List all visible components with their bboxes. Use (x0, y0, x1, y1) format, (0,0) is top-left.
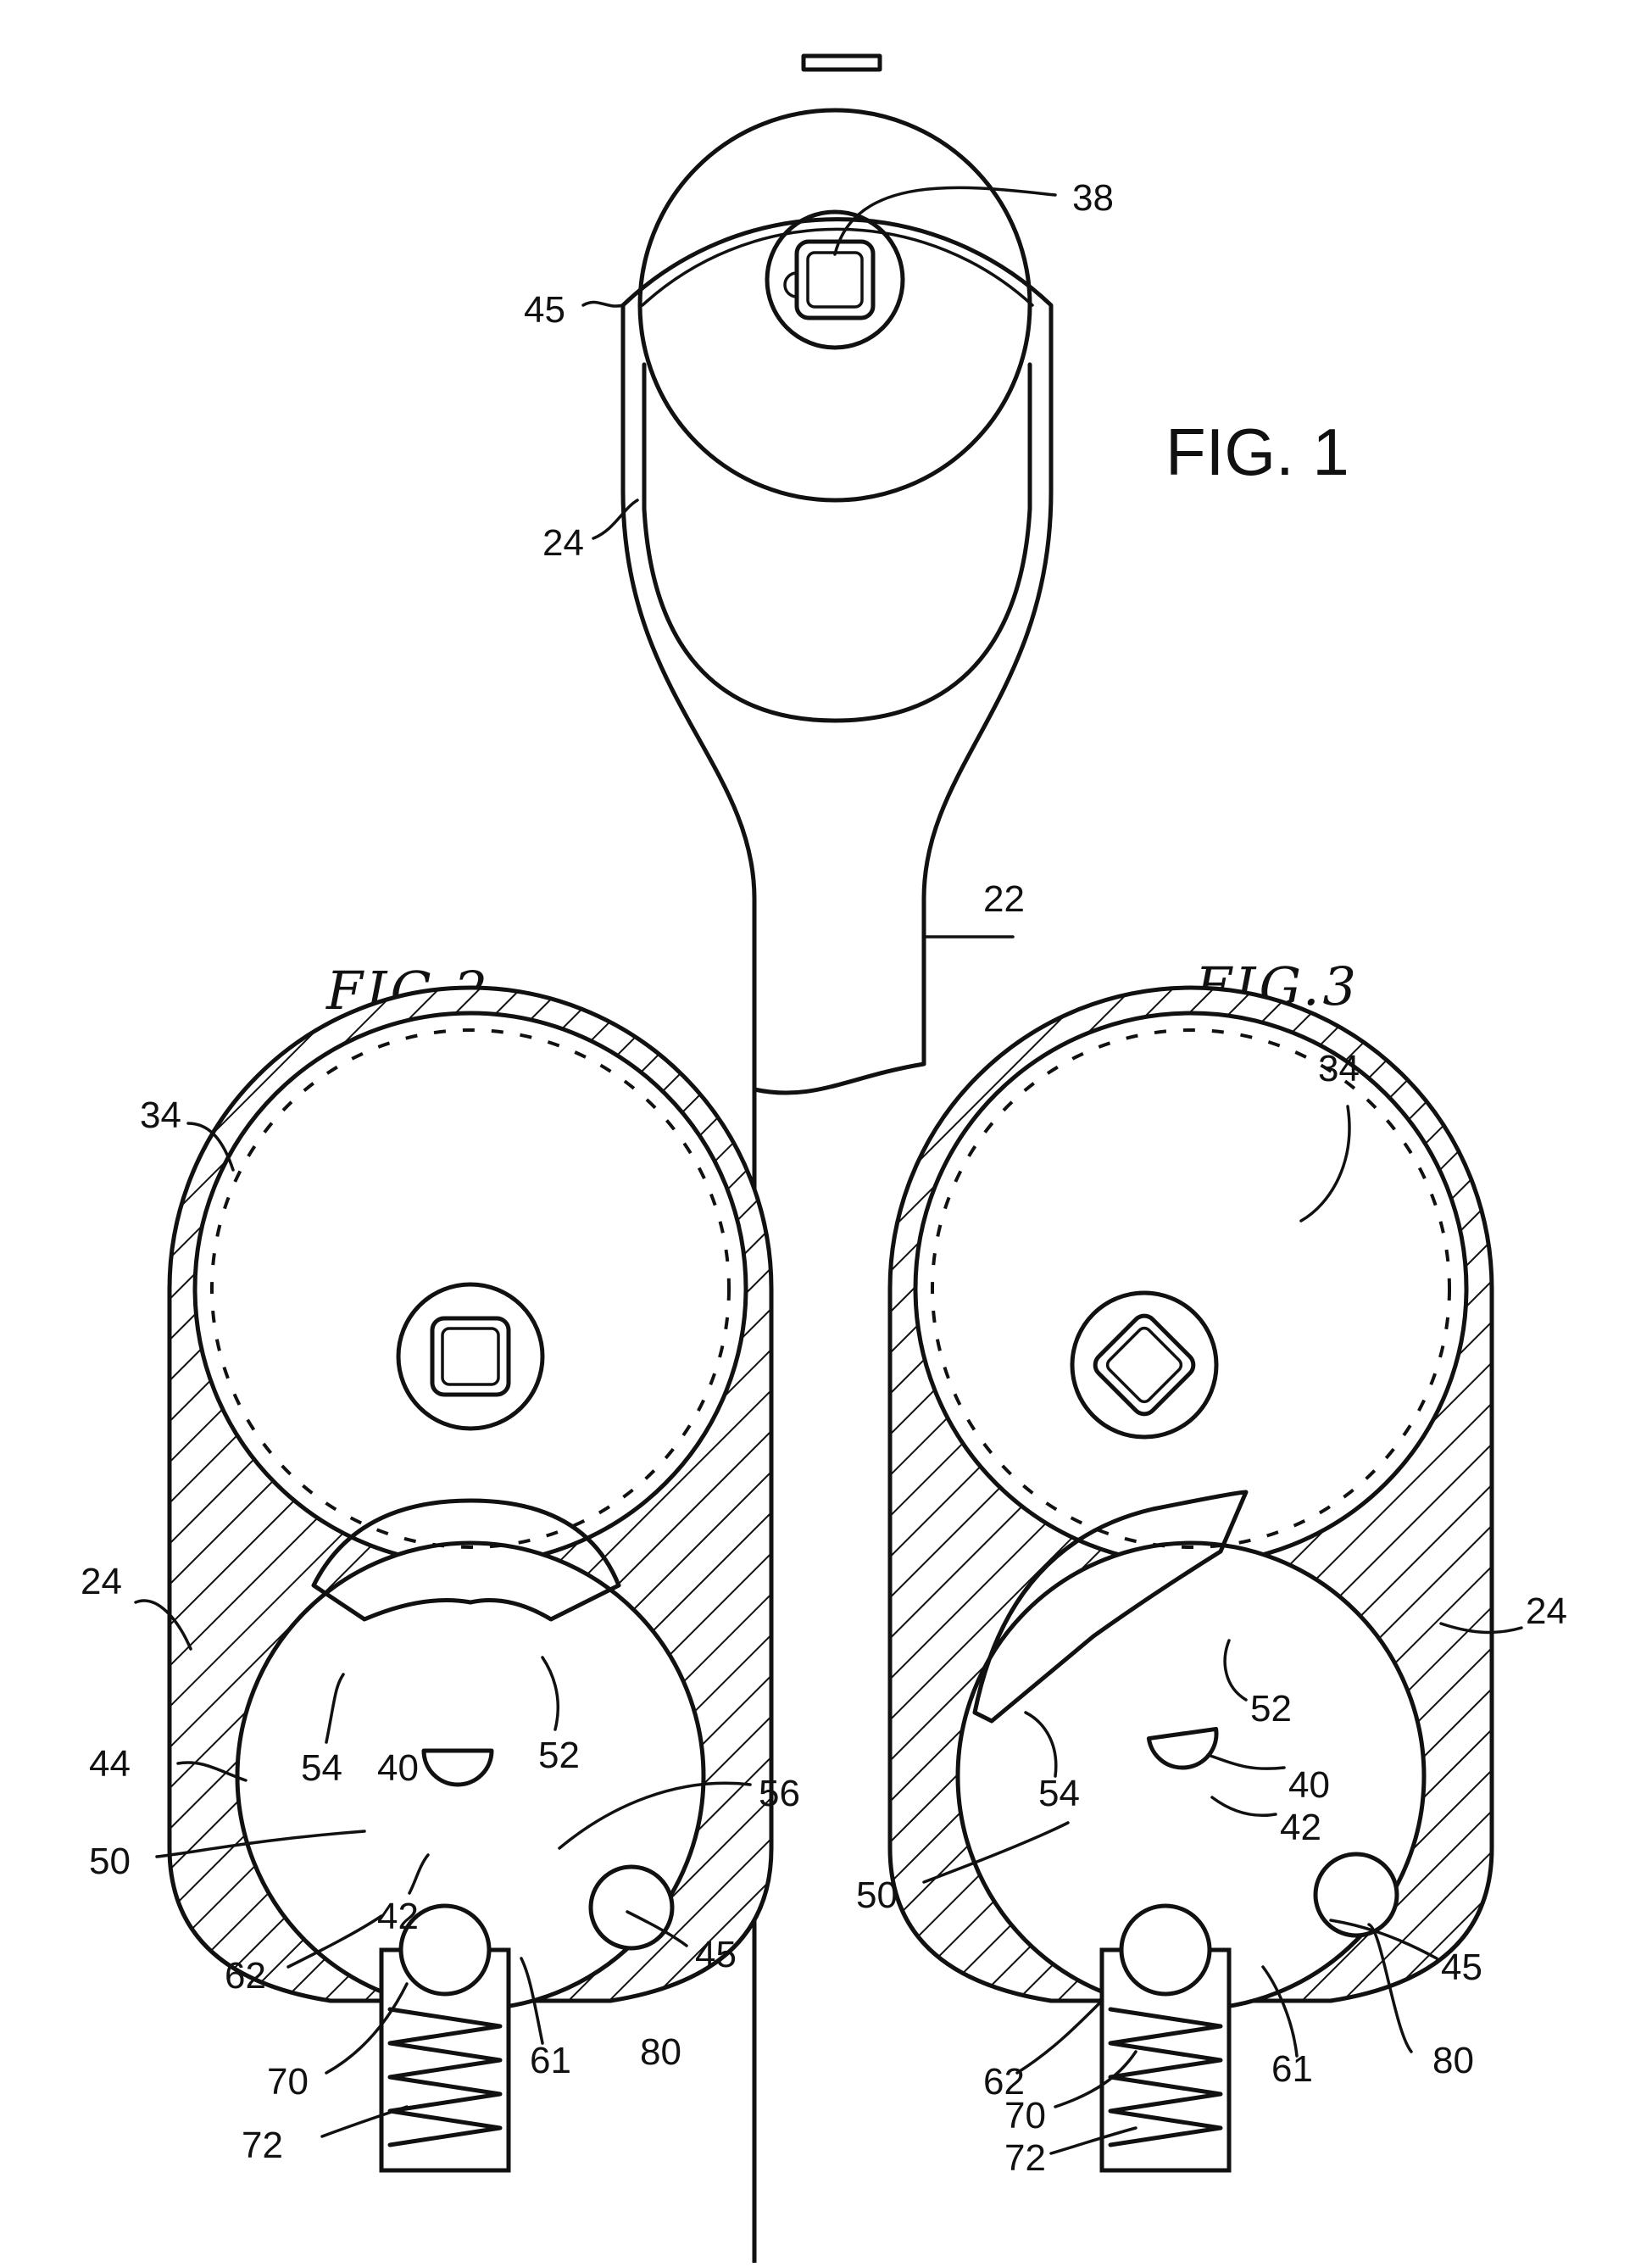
fig1-title: FIG. 1 (1165, 415, 1349, 489)
fig3-plunger-70 (1121, 1906, 1210, 1994)
fig2-ref-24: 24 (81, 1561, 122, 1602)
fig2-ref-70: 70 (267, 2061, 309, 2103)
fig1-top-tab (804, 56, 880, 70)
fig1-square-drive-inner (808, 253, 862, 307)
fig3-gear-bore (915, 1013, 1466, 1564)
fig3-sectional-view (882, 975, 1500, 2170)
fig2-ref-40: 40 (377, 1747, 419, 1789)
fig1-ref-38: 38 (1072, 177, 1114, 219)
fig3-ref-61: 61 (1271, 2048, 1313, 2090)
fig3-ref-40: 40 (1288, 1764, 1330, 1806)
fig3-ref-50: 50 (856, 1874, 898, 1916)
fig1-gear-disc (640, 110, 1030, 500)
fig2-ref-44: 44 (89, 1743, 131, 1785)
fig1-ref-45: 45 (524, 289, 565, 331)
fig2-ball-80 (591, 1867, 672, 1948)
fig2-ref-80: 80 (640, 2031, 681, 2073)
fig3-ref-52: 52 (1250, 1688, 1292, 1729)
fig2-ref-61: 61 (530, 2040, 571, 2081)
fig1-lower-recess (644, 365, 1030, 721)
fig3-ball-80 (1315, 1854, 1397, 1936)
fig2-ref-54: 54 (301, 1747, 342, 1789)
fig2-ref-52: 52 (538, 1735, 580, 1776)
fig1-ref-22: 22 (983, 878, 1025, 920)
fig3-ref-80: 80 (1432, 2040, 1474, 2081)
fig1-ref-24: 24 (542, 522, 584, 564)
fig2-ref-50: 50 (89, 1841, 131, 1882)
fig3-ref-70: 70 (1004, 2095, 1046, 2136)
fig2-ref-45: 45 (695, 1934, 737, 1975)
fig3-ref-54: 54 (1038, 1773, 1080, 1814)
fig2-ref-42: 42 (377, 1896, 419, 1937)
fig3-ref-42: 42 (1280, 1807, 1321, 1848)
fig3-ref-34: 34 (1318, 1048, 1360, 1089)
fig2-ref-72: 72 (242, 2125, 283, 2166)
fig2-ref-34: 34 (140, 1095, 181, 1136)
fig1-leaders (583, 187, 1055, 937)
fig2-ref-62: 62 (225, 1955, 266, 1997)
fig2-gear-bore (195, 1013, 746, 1564)
fig3-ref-24: 24 (1526, 1590, 1567, 1632)
fig2-ref-56: 56 (759, 1773, 800, 1814)
fig3-ref-72: 72 (1004, 2137, 1046, 2179)
fig3-ref-45: 45 (1441, 1947, 1482, 1988)
